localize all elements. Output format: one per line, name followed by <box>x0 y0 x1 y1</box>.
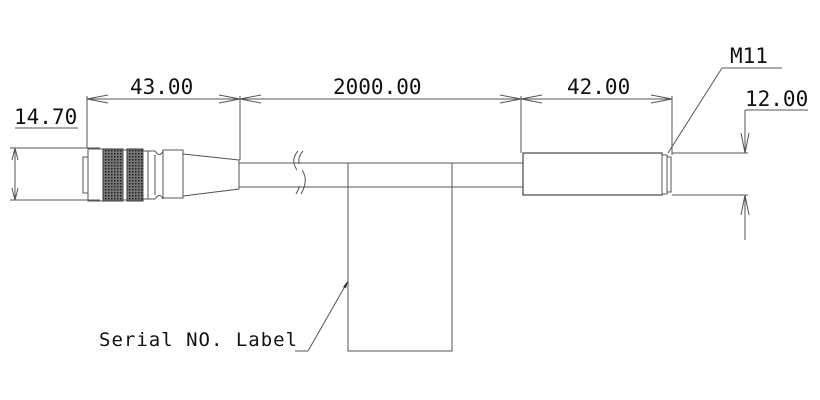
serial-label-tag: Serial NO. Label <box>99 162 453 352</box>
sensor-body <box>522 152 672 196</box>
sensor-length-label: 42.00 <box>567 75 630 99</box>
connector-diameter-label: 14.70 <box>14 105 77 129</box>
serial-label-text: Serial NO. Label <box>99 329 298 351</box>
knurl-ring-1 <box>102 148 124 202</box>
cable <box>239 150 523 195</box>
sensor-diameter-label: 12.00 <box>745 87 808 111</box>
thread-callout: M11 <box>667 44 782 154</box>
dimension-lengths: 43.00 2000.00 42.00 <box>86 75 673 160</box>
connector-length-label: 43.00 <box>130 75 193 99</box>
dimension-connector-diameter: 14.70 <box>10 105 100 201</box>
dimension-sensor-diameter: 12.00 <box>672 87 808 240</box>
knurl-ring-2 <box>126 148 144 202</box>
thread-label: M11 <box>730 44 768 68</box>
connector <box>82 148 240 202</box>
cable-length-label: 2000.00 <box>333 75 422 99</box>
